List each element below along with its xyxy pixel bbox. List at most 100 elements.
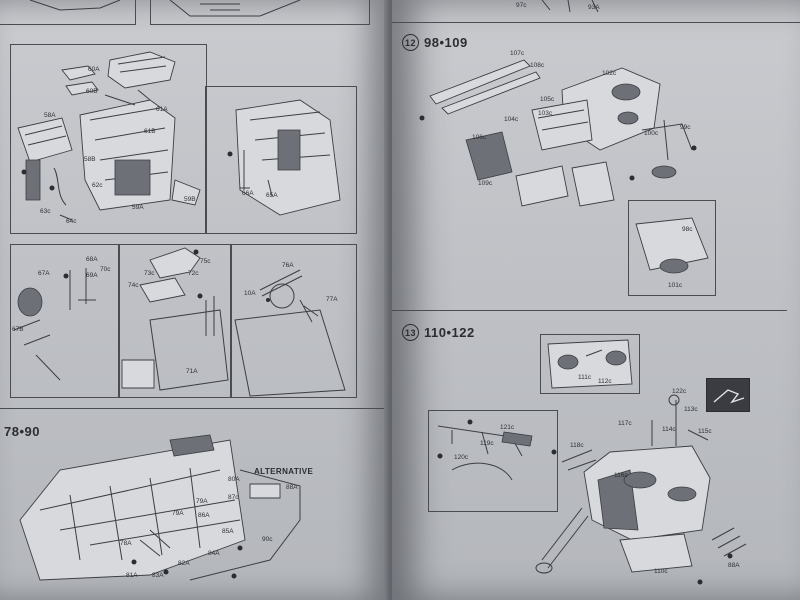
label-78a: 78A [120, 540, 132, 547]
label-63c: 63c [40, 208, 51, 215]
label-67a: 67A [38, 270, 50, 277]
label-115c: 115c [698, 428, 712, 435]
label-99c: 99c [680, 124, 691, 131]
step-12-range: 98•109 [424, 35, 468, 50]
label-110c: 110c [654, 568, 668, 575]
label-60b: 60B [86, 88, 98, 95]
label-112c: 112c [598, 378, 612, 385]
step-12-heading: 12 98•109 [402, 34, 468, 51]
right-top-divider [392, 22, 800, 23]
label-111c: 111c [578, 374, 592, 381]
seat-assembly-drawing [17, 51, 201, 221]
label-102c: 102c [602, 70, 617, 77]
label-109c: 109c [478, 180, 493, 187]
label-76a: 76A [282, 262, 294, 269]
label-122c: 122c [672, 388, 687, 395]
step-78-heading: 78•90 [4, 424, 40, 439]
label-114c: 114c [662, 426, 676, 433]
label-106c: 106c [472, 134, 487, 141]
label-84a: 84A [208, 550, 220, 557]
label-100c: 100c [644, 130, 659, 137]
label-117c: 117c [618, 420, 632, 427]
label-93a: 93A [588, 4, 600, 11]
label-118c: 118c [570, 442, 584, 449]
panel-gun-mount [230, 244, 357, 398]
label-104c: 104c [504, 116, 519, 123]
divider-line [0, 408, 384, 409]
top-right-drawing [541, 0, 599, 13]
label-61b: 61B [144, 128, 156, 135]
label-58b: 58B [84, 156, 96, 163]
label-82a: 82A [178, 560, 190, 567]
top-partial-panel-a [0, 0, 136, 25]
label-74c: 74c [128, 282, 139, 289]
step-78-hull-drawing [19, 434, 301, 581]
label-62c: 62c [92, 182, 103, 189]
left-page-drawings [13, 0, 346, 581]
label-107c: 107c [510, 50, 525, 57]
label-64c: 64c [66, 218, 77, 225]
label-103c: 103c [538, 110, 553, 117]
label-120c: 120c [454, 454, 469, 461]
right-page-drawings [419, 0, 747, 585]
label-70c: 70c [100, 266, 111, 273]
panel-seat-assembly [10, 44, 207, 234]
label-88a-right: 88A [728, 562, 740, 569]
step-12-drawing [419, 59, 709, 274]
label-69a: 69A [86, 272, 98, 279]
label-85a: 85A [222, 528, 234, 535]
label-79a-1: 79A [196, 498, 208, 505]
inset-gun-panel [428, 410, 558, 512]
step-78-range: 78•90 [4, 424, 40, 439]
label-59b: 59B [184, 196, 196, 203]
label-58a: 58A [44, 112, 56, 119]
label-86a: 86A [198, 512, 210, 519]
top-partial-panel-b [150, 0, 370, 25]
panel-hull-rear [205, 86, 357, 234]
label-121c: 121c [500, 424, 515, 431]
label-113c: 113c [684, 406, 698, 413]
label-65a: 65A [266, 192, 278, 199]
label-97c: 97c [516, 2, 527, 9]
label-116c: 116c [614, 472, 628, 479]
label-98c: 98c [682, 226, 693, 233]
label-68a: 68A [86, 256, 98, 263]
left-page: 78•90 ALTERNATIVE [0, 0, 388, 600]
label-87c: 87c [228, 494, 239, 501]
label-67b: 67B [12, 326, 24, 333]
label-71a: 71A [186, 368, 198, 375]
step-13-range: 110•122 [424, 325, 475, 340]
label-101c: 101c [668, 282, 683, 289]
hand-icon-box [706, 378, 750, 412]
right-page: 12 98•109 13 110•122 [392, 0, 800, 600]
inset-hatch-panel [628, 200, 716, 296]
label-119c: 119c [480, 440, 494, 447]
step-13-heading: 13 110•122 [402, 324, 475, 341]
label-60a: 60A [88, 66, 100, 73]
step-13-drawing [437, 339, 747, 585]
label-61a: 61A [156, 106, 168, 113]
label-79a-2: 79A [172, 510, 184, 517]
step-13-number: 13 [402, 324, 419, 341]
label-59a: 59A [132, 204, 144, 211]
label-80a: 80A [228, 476, 240, 483]
gun-mount-drawing [234, 269, 346, 397]
label-72c: 72c [188, 270, 199, 277]
panel-periscope [118, 244, 232, 398]
top-drawing [29, 0, 301, 17]
label-66a: 66A [242, 190, 254, 197]
step-12-number: 12 [402, 34, 419, 51]
periscope-drawing [121, 247, 229, 391]
right-mid-divider [392, 310, 787, 311]
label-105c: 105c [540, 96, 555, 103]
alternative-note: ALTERNATIVE [254, 467, 314, 476]
label-83a: 83A [152, 572, 164, 579]
label-77a: 77A [326, 296, 338, 303]
label-88a: 88A [286, 484, 298, 491]
hull-rear-drawing [227, 99, 341, 216]
hatch-drawing [13, 268, 96, 381]
label-75c: 75c [200, 258, 211, 265]
inset-track-panel [540, 334, 640, 394]
label-73c: 73c [144, 270, 155, 277]
